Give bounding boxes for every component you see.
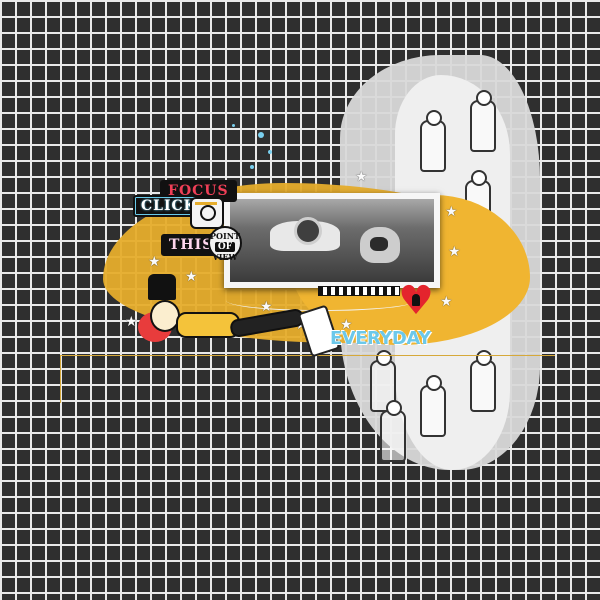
blue-splatter <box>268 150 272 154</box>
gold-stitch-line <box>60 355 555 403</box>
photographer-figure <box>470 350 496 412</box>
everyday-title: EVERYDAY <box>330 328 431 349</box>
heart-lock-icon: ♥ <box>398 281 434 321</box>
star-icon: ★ <box>185 269 198 285</box>
pov-bottom-text: VIEW <box>212 252 238 262</box>
pov-mid-text: OF <box>214 242 236 252</box>
man-head <box>294 217 322 245</box>
star-icon: ★ <box>355 169 368 185</box>
photo-frame <box>224 193 440 288</box>
star-icon: ★ <box>125 314 138 330</box>
star-icon: ★ <box>385 329 398 345</box>
photographer-figure <box>470 90 496 152</box>
camera-icon <box>190 197 224 229</box>
checkered-tape <box>318 286 400 296</box>
point-of-view-badge: POINT OF VIEW <box>208 226 242 262</box>
blue-splatter <box>258 132 264 138</box>
star-icon: ★ <box>148 254 161 270</box>
star-icon: ★ <box>448 244 461 260</box>
star-icon: ★ <box>445 204 458 220</box>
pug-face <box>370 237 388 251</box>
photographer-figure <box>420 110 446 172</box>
click-label: CLICK <box>133 195 205 217</box>
pov-top-text: POINT <box>210 231 240 241</box>
blue-splatter <box>250 165 254 169</box>
photographer-figure <box>380 400 406 462</box>
star-icon: ★ <box>440 294 453 310</box>
blue-splatter <box>232 124 235 127</box>
photographer-figure <box>420 375 446 437</box>
photo-man-and-pug <box>230 199 434 282</box>
girl-hat <box>148 274 176 300</box>
star-icon: ★ <box>340 317 353 333</box>
